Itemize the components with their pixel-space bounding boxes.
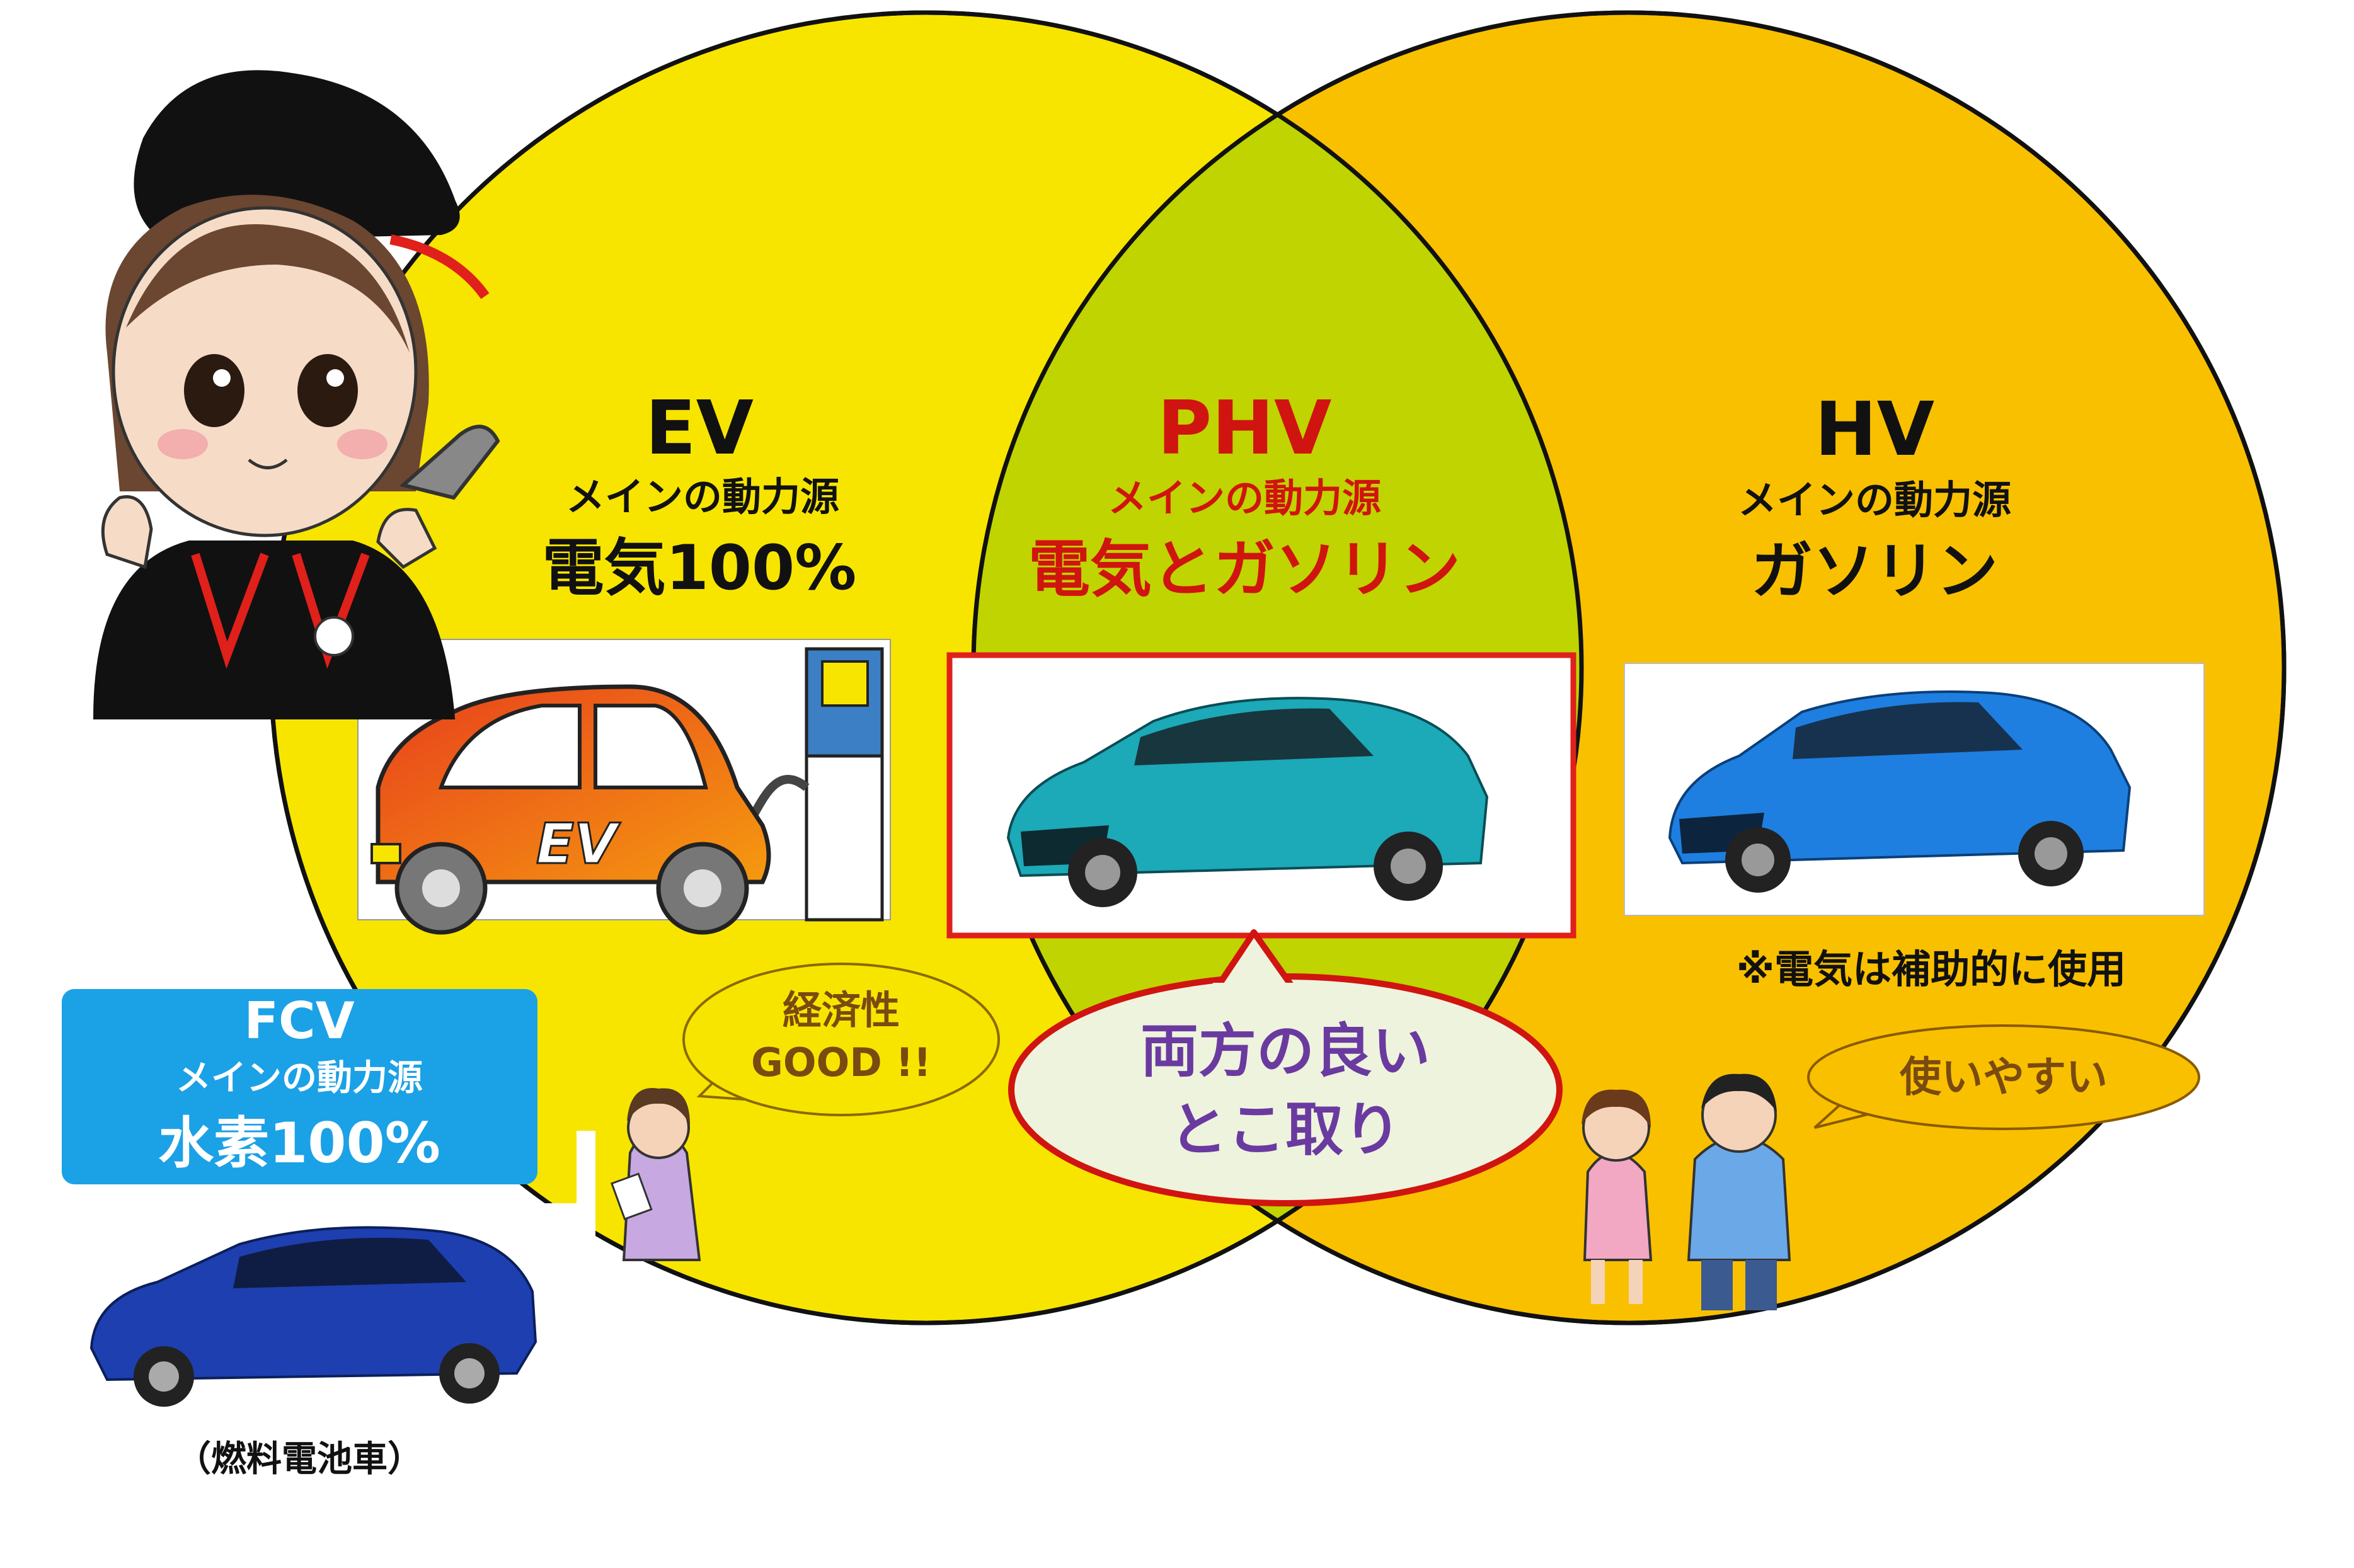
- economy-speech-bubble: 経済性 GOOD !!: [682, 963, 1000, 1116]
- economy-line2: GOOD !!: [751, 1039, 931, 1085]
- ev-car-lettering: EV: [536, 811, 621, 876]
- ev-title: EV: [645, 384, 754, 471]
- fcv-source-label: メインの動力源: [176, 1058, 423, 1099]
- economy-line1: 経済性: [783, 987, 900, 1033]
- fcv-caption: （燃料電池車）: [176, 1439, 423, 1480]
- fcv-source-value: 水素100%: [158, 1111, 440, 1176]
- couple-illustration: [1582, 1073, 1791, 1310]
- fcv-title: FCV: [244, 992, 354, 1050]
- easy-text: 使いやすい: [1900, 1053, 2108, 1101]
- phv-source-label: メインの動力源: [1108, 475, 1381, 521]
- phv-car-photo: [946, 652, 1576, 939]
- combined-line1: 両方の良い: [1140, 1017, 1430, 1085]
- hv-car-photo: [1624, 663, 2205, 916]
- fcv-car-photo: [63, 1203, 577, 1417]
- fcv-info-box: FCV メインの動力源 水素100%: [62, 989, 595, 1421]
- hv-source-value: ガソリン: [1751, 535, 1998, 607]
- combined-speech-bubble: 両方の良い とこ取り: [1008, 929, 1563, 1206]
- combined-line2: とこ取り: [1169, 1096, 1401, 1164]
- hv-title: HV: [1815, 386, 1934, 472]
- phv-title: PHV: [1157, 384, 1332, 471]
- mechanic-mascot: [93, 70, 500, 719]
- ev-car-illustration: EV: [357, 639, 891, 935]
- hv-source-label: メインの動力源: [1738, 477, 2011, 523]
- ev-source-value: 電気100%: [543, 532, 857, 604]
- easy-speech-bubble: 使いやすい: [1807, 1024, 2200, 1130]
- woman-illustration: [611, 1088, 701, 1261]
- phv-source-value: 電気とガソリン: [1028, 534, 1461, 605]
- hv-note: ※電気は補助的に使用: [1737, 946, 2126, 992]
- ev-source-label: メインの動力源: [566, 474, 839, 520]
